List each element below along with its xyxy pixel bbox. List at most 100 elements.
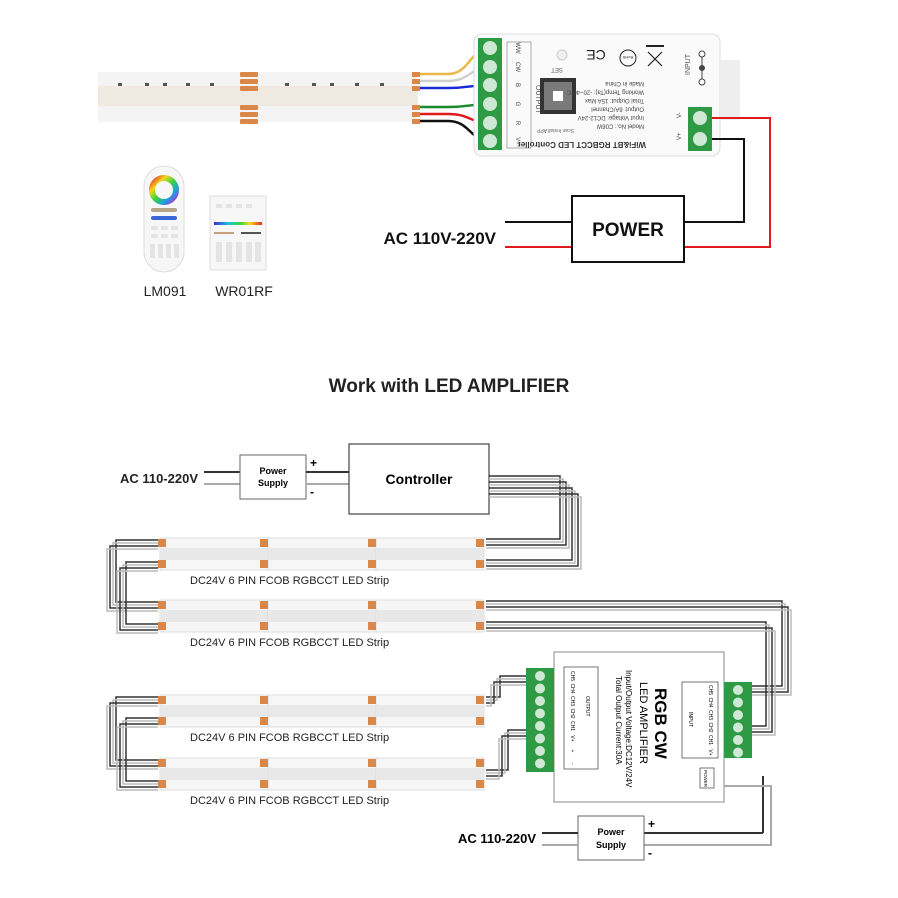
- amp-output-pin-label: CH5: [569, 671, 575, 681]
- svg-text:INPUT: INPUT: [687, 712, 693, 727]
- solder-pad: [368, 780, 376, 788]
- strip-label: DC24V 6 PIN FCOB RGBCCT LED Strip: [190, 575, 389, 587]
- terminal-screw: [535, 733, 545, 744]
- solder-pad: [368, 717, 376, 725]
- solder-pad: [158, 696, 166, 704]
- wire: [122, 720, 158, 785]
- amp-input-pin-label: V+: [707, 749, 713, 755]
- section-title: Work with LED AMPLIFIER: [329, 376, 570, 397]
- dc-polarity-icon: [698, 50, 706, 86]
- solder-pad: [260, 539, 268, 547]
- solder-pad: [158, 601, 166, 609]
- bottom-ac-label-top: AC 110-220V: [120, 471, 198, 486]
- wire: [122, 564, 158, 628]
- strip-label: DC24V 6 PIN FCOB RGBCCT LED Strip: [190, 732, 389, 744]
- solder-pad: [368, 759, 376, 767]
- wire: [486, 487, 573, 561]
- rohs-mark: [619, 49, 637, 67]
- amplifier-output-pin-table: [563, 666, 599, 770]
- ce-mark: CE: [586, 47, 605, 63]
- solder-pad: [368, 696, 376, 704]
- svg-text:Power: Power: [259, 466, 287, 476]
- wire: [116, 570, 158, 634]
- terminal-screw: [733, 697, 743, 708]
- strip-pads: [240, 72, 420, 124]
- solder-pad: [368, 539, 376, 547]
- wire: [486, 475, 561, 540]
- terminal-screw: [483, 116, 497, 130]
- svg-text:Supply: Supply: [258, 478, 288, 488]
- solder-pad: [260, 780, 268, 788]
- amplifier-current: Total Output Current:30A: [614, 676, 623, 765]
- minus-sign: -: [310, 485, 314, 499]
- wire: [106, 548, 158, 612]
- output-pin-label: CW: [514, 62, 520, 72]
- wire: [125, 717, 158, 782]
- solder-pad: [158, 622, 166, 630]
- output-pin-label: G: [514, 102, 520, 107]
- wire: [486, 681, 526, 704]
- terminal-screw: [483, 60, 497, 74]
- terminal-screw: [535, 696, 545, 706]
- wire: [119, 567, 158, 631]
- wire: [486, 484, 570, 549]
- terminal-screw: [535, 708, 545, 719]
- wire: [486, 684, 526, 707]
- amp-output-pin-label: CH3: [569, 696, 575, 706]
- svg-text:POWER: POWER: [703, 770, 708, 788]
- wire: [486, 735, 526, 777]
- wire: [486, 481, 567, 546]
- amp-input-pin-label: CH5: [707, 685, 713, 695]
- amplifier-title: RGB CW: [651, 688, 670, 760]
- solder-pad: [476, 717, 484, 725]
- wire: [486, 600, 783, 687]
- power-pin-v-minus: V-: [677, 112, 683, 118]
- wire: [112, 699, 158, 764]
- strip-resistors: [118, 83, 384, 86]
- wire: [486, 675, 526, 698]
- solder-pad: [476, 780, 484, 788]
- solder-pad: [158, 560, 166, 568]
- input-label: INPUT: [685, 53, 692, 75]
- solder-pad: [476, 696, 484, 704]
- amp-input-pin-label: CH4: [707, 697, 713, 707]
- spec-line: Input Voltage: DC12-24V: [578, 114, 644, 120]
- terminal-screw: [733, 722, 743, 733]
- solder-pad: [260, 622, 268, 630]
- svg-text:Supply: Supply: [596, 840, 626, 850]
- wire: [125, 561, 158, 625]
- solder-pad: [476, 759, 484, 767]
- amplifier-voltage: Input/Output Voltage:DC12V/24V: [624, 670, 633, 788]
- output-terminal-screws: [483, 41, 497, 148]
- remote-lm091: [143, 165, 185, 273]
- controller-mount-tab: [720, 60, 740, 120]
- spec-line: Made in China: [605, 80, 644, 86]
- solder-pad: [260, 560, 268, 568]
- solder-pad: [476, 539, 484, 547]
- spec-line: Model No.: C06W: [596, 123, 644, 129]
- amp-output-pin-label: CH2: [569, 708, 575, 718]
- wire: [486, 621, 767, 727]
- wire: [486, 624, 770, 730]
- amp-output-pin-label: CH4: [569, 683, 575, 693]
- terminal-screw: [535, 721, 545, 731]
- top-power-box: [571, 195, 685, 263]
- amp-input-pin-label: CH2: [707, 722, 713, 732]
- amplifier-power-jack: [699, 767, 715, 789]
- terminal-screw: [483, 78, 497, 92]
- solder-pad: [260, 601, 268, 609]
- solder-pad: [368, 560, 376, 568]
- spec-line: Working Temp(Ta): -20~40°C: [566, 89, 644, 95]
- power-terminal-screw: [693, 132, 707, 146]
- controller-title: WiFi&BT RGBCCT LED Controller: [518, 140, 646, 149]
- amp-output-pin-label: +: [569, 750, 575, 753]
- terminal-screw: [535, 746, 545, 756]
- terminal-screw: [483, 134, 497, 148]
- solder-pad: [368, 601, 376, 609]
- set-button[interactable]: [556, 49, 568, 61]
- wire: [486, 496, 582, 570]
- remote-wr01rf: [209, 195, 267, 271]
- solder-pad: [260, 717, 268, 725]
